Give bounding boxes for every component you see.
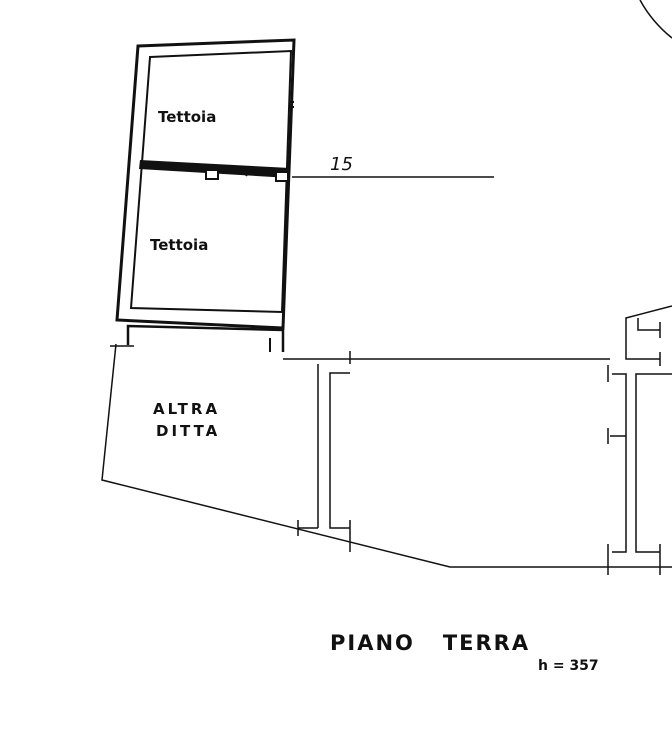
room-label-ditta: DITTA bbox=[156, 422, 220, 440]
room-label-altra: ALTRA bbox=[153, 400, 220, 418]
dimension-label: 15 bbox=[330, 154, 353, 175]
corner-arc bbox=[639, 0, 672, 39]
ground-floor-outline bbox=[101, 343, 672, 568]
left-partition bbox=[297, 364, 351, 552]
room-label-tettoia-top: Tettoia bbox=[158, 108, 216, 126]
tettoia-walls bbox=[115, 38, 296, 352]
plan-title: PIANO TERRA bbox=[330, 631, 530, 655]
room-label-tettoia-bottom: Tettoia bbox=[150, 236, 208, 254]
height-note: h = 357 bbox=[538, 658, 599, 674]
right-structure bbox=[607, 305, 672, 575]
